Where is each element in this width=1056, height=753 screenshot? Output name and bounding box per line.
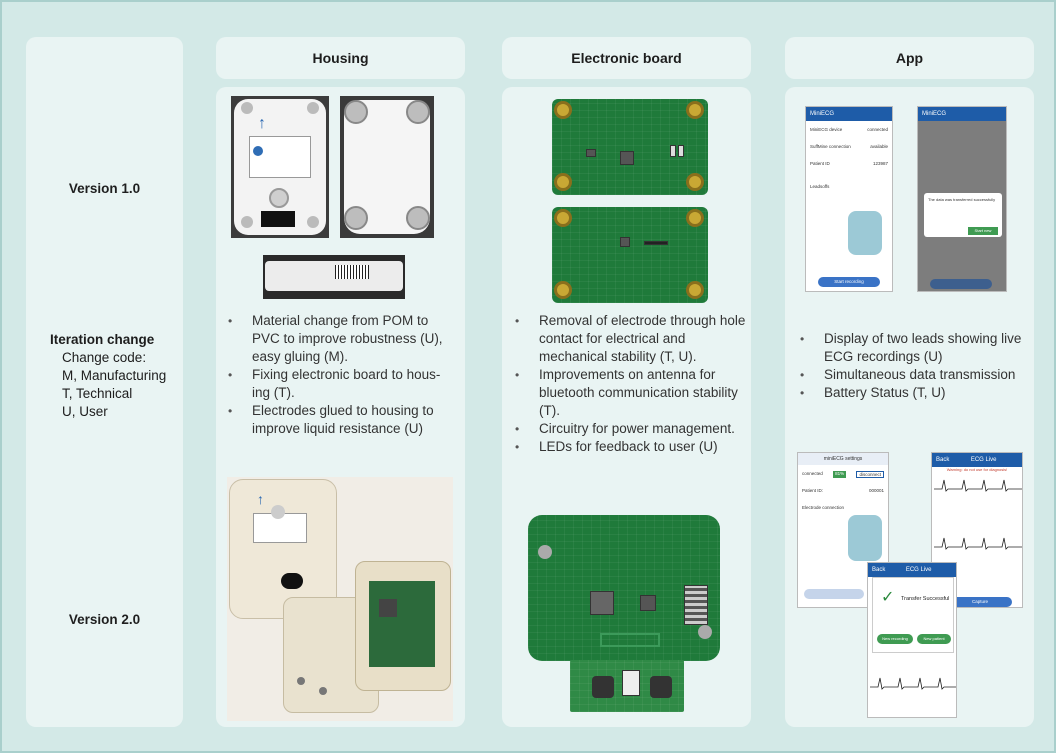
ecg-trace-lead-3: [870, 677, 956, 690]
app-v2-warning-text: Warning: do not use for diagnosis!: [946, 467, 1008, 472]
housing-v1-back-photo: [340, 96, 434, 238]
board-v2-side-photo: [570, 660, 684, 712]
app-v1-device-status: connected: [867, 127, 888, 132]
app-v2-transfer-screen: Back ECG Live ✓ Transfer Successful New …: [867, 562, 957, 718]
app-v2-patient-label: Patient ID:: [802, 488, 824, 493]
housing-v2-photo: ↑: [227, 477, 453, 721]
app-v2-settings-screen: miniECG settings connected 81% disconnec…: [797, 452, 889, 608]
board-change-item: Improvements on antenna for bluetooth co…: [515, 366, 751, 420]
app-v2-transfer-title: ECG Live: [905, 567, 932, 573]
code-technical: T, Technical: [62, 386, 133, 401]
app-v1-dialog-title: MiniECG: [918, 107, 1006, 121]
app-v1-start-recording-button[interactable]: Start recording: [818, 277, 880, 287]
code-user: U, User: [62, 404, 108, 419]
app-v2-battery-badge: 81%: [833, 471, 847, 478]
row-labels-column: [26, 37, 183, 727]
app-v1-dimmed-record-button: [930, 279, 992, 289]
code-manufacturing: M, Manufacturing: [62, 368, 167, 383]
board-v2-photo: [528, 515, 720, 661]
housing-header: Housing: [216, 37, 465, 79]
housing-v1-side-photo: [263, 255, 405, 299]
app-v2-patient-value: 000001: [868, 488, 884, 493]
app-change-item: Simultaneous data transmission: [800, 366, 1036, 384]
app-v2-capture-button[interactable]: Capture: [948, 597, 1012, 607]
app-v2-new-recording-button[interactable]: New recording: [877, 634, 913, 644]
ecg-trace-lead-2: [934, 537, 1022, 550]
app-v1-screen-main: MiniECG MiniECG device connected SuffMine…: [805, 106, 893, 292]
ecg-trace-lead-1: [934, 479, 1022, 492]
app-change-item: Display of two leads showing live ECG re…: [800, 330, 1036, 366]
app-v1-suffixe-label: SuffMine connection: [810, 144, 851, 149]
app-v2-disconnect-button[interactable]: disconnect: [856, 471, 884, 478]
app-v2-connected-label: connected: [802, 471, 823, 476]
app-v1-leadsoffs-label: Leadsoffs: [810, 184, 830, 189]
board-change-item: Circuitry for power management.: [515, 420, 751, 438]
app-change-item: Battery Status (T, U): [800, 384, 1036, 402]
app-v1-patient-value: 123987: [872, 161, 888, 166]
board-header: Electronic board: [502, 37, 751, 79]
app-changes-list: Display of two leads showing live ECG re…: [800, 330, 1036, 402]
app-v2-back-button[interactable]: Back: [936, 457, 950, 463]
app-v2-transfer-back[interactable]: Back: [872, 567, 886, 573]
housing-change-item: Electrodes glued to housing to improve l…: [228, 402, 458, 438]
change-code-label: Change code:: [62, 350, 147, 365]
housing-v1-front-photo: ↑: [231, 96, 329, 238]
app-v2-faded-button: [804, 589, 864, 599]
app-v1-title: MiniECG: [806, 107, 892, 121]
check-icon: ✓: [881, 589, 895, 606]
app-header: App: [785, 37, 1034, 79]
app-v1-screen-dialog: MiniECG The data was transferred success…: [917, 106, 1007, 292]
app-v2-new-patient-button[interactable]: New patient: [917, 634, 951, 644]
iteration-change-legend: Iteration change Change code: M, Manufac…: [50, 331, 166, 421]
board-changes-list: Removal of electrode through hole contac…: [515, 312, 751, 456]
housing-change-item: Material change from POM to PVC to impro…: [228, 312, 458, 366]
app-v1-dialog-message: The data was transferred successfully: [928, 197, 996, 202]
board-change-item: LEDs for feedback to user (U): [515, 438, 751, 456]
app-v1-device-label: MiniECG device: [810, 127, 843, 132]
version-1-label: Version 1.0: [68, 181, 141, 196]
housing-change-item: Fixing electronic board to hous-ing (T).: [228, 366, 458, 402]
board-v1-top-photo: [552, 99, 708, 195]
version-2-label: Version 2.0: [68, 612, 141, 627]
app-v2-settings-title: miniECG settings: [798, 453, 888, 465]
app-v1-suffixe-status: available: [870, 144, 888, 149]
app-v2-electrode-label: Electrode connection: [802, 505, 845, 510]
app-v1-patient-label: Patient ID: [810, 161, 830, 166]
app-v1-start-new-button[interactable]: Start new: [968, 227, 998, 235]
app-v2-ecg-live-title: ECG Live: [970, 457, 997, 463]
board-v1-bottom-photo: [552, 207, 708, 303]
board-change-item: Removal of electrode through hole contac…: [515, 312, 751, 366]
housing-changes-list: Material change from POM to PVC to impro…: [228, 312, 458, 438]
app-v2-transfer-message: Transfer Successful: [901, 596, 950, 602]
iteration-change-title: Iteration change: [50, 332, 155, 347]
